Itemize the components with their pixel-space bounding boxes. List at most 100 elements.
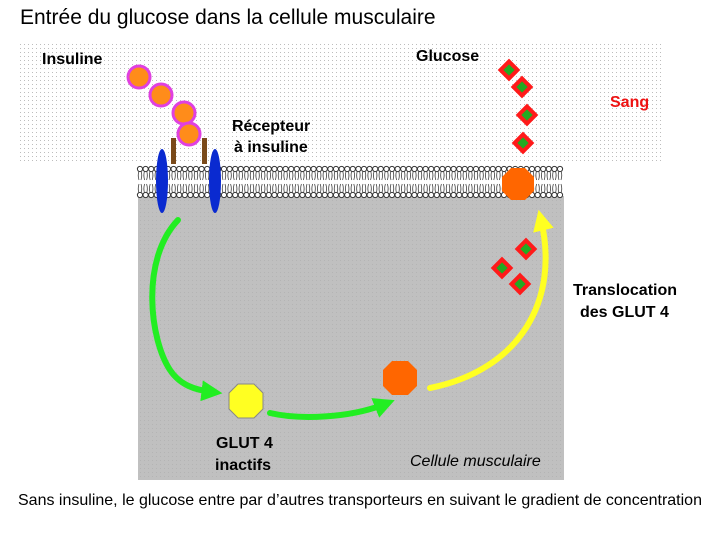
phospholipid-head [171, 166, 176, 171]
phospholipid-head [367, 192, 372, 197]
phospholipid-tail [435, 184, 439, 193]
label-insuline: Insuline [42, 51, 102, 69]
phospholipid-head [546, 192, 551, 197]
phospholipid-head [261, 166, 266, 171]
phospholipid-tail [469, 171, 473, 180]
phospholipid-head [233, 166, 238, 171]
phospholipid-tail [413, 184, 417, 193]
phospholipid-head [244, 192, 249, 197]
phospholipid-head [143, 166, 148, 171]
phospholipid-tail [351, 184, 355, 193]
phospholipid-head [434, 192, 439, 197]
phospholipid-tail [413, 171, 417, 180]
phospholipid-head [188, 192, 193, 197]
phospholipid-tail [457, 184, 461, 193]
phospholipid-head [283, 166, 288, 171]
phospholipid-tail [497, 171, 501, 180]
phospholipid-tail [379, 171, 383, 180]
phospholipid-head [406, 166, 411, 171]
phospholipid-head [294, 192, 299, 197]
phospholipid-tail [474, 171, 478, 180]
phospholipid-tail [491, 171, 495, 180]
phospholipid-tail [233, 184, 237, 193]
phospholipid-head [322, 192, 327, 197]
phospholipid-head [429, 192, 434, 197]
phospholipid-tail [256, 184, 260, 193]
phospholipid-head [205, 166, 210, 171]
phospholipid-tail [401, 171, 405, 180]
phospholipid-head [356, 166, 361, 171]
phospholipid-tail [172, 184, 176, 193]
phospholipid-tail [189, 184, 193, 193]
phospholipid-head [137, 166, 142, 171]
cell-membrane [137, 166, 562, 197]
phospholipid-head [311, 192, 316, 197]
phospholipid-head [417, 166, 422, 171]
phospholipid-head [317, 166, 322, 171]
phospholipid-head [238, 166, 243, 171]
phospholipid-tail [301, 171, 305, 180]
phospholipid-tail [284, 171, 288, 180]
phospholipid-tail [172, 171, 176, 180]
phospholipid-head [401, 166, 406, 171]
phospholipid-head [395, 166, 400, 171]
phospholipid-tail [177, 171, 181, 180]
phospholipid-head [289, 192, 294, 197]
phospholipid-tail [396, 184, 400, 193]
phospholipid-tail [323, 171, 327, 180]
phospholipid-tail [245, 184, 249, 193]
phospholipid-head [345, 166, 350, 171]
phospholipid-tail [312, 171, 316, 180]
phospholipid-tail [228, 184, 232, 193]
phospholipid-head [277, 192, 282, 197]
phospholipid-tail [452, 171, 456, 180]
phospholipid-head [468, 166, 473, 171]
label-glut4-1: GLUT 4 [216, 435, 273, 453]
phospholipid-tail [441, 171, 445, 180]
phospholipid-tail [418, 171, 422, 180]
phospholipid-tail [205, 171, 209, 180]
glut4-translocating [383, 361, 417, 395]
phospholipid-head [501, 166, 506, 171]
phospholipid-tail [536, 184, 540, 193]
phospholipid-tail [284, 184, 288, 193]
phospholipid-tail [194, 184, 198, 193]
phospholipid-tail [239, 184, 243, 193]
phospholipid-head [473, 166, 478, 171]
phospholipid-head [322, 166, 327, 171]
phospholipid-head [361, 192, 366, 197]
phospholipid-tail [357, 184, 361, 193]
phospholipid-head [384, 166, 389, 171]
phospholipid-tail [368, 184, 372, 193]
phospholipid-tail [485, 171, 489, 180]
phospholipid-tail [429, 184, 433, 193]
phospholipid-head [462, 192, 467, 197]
phospholipid-head [440, 192, 445, 197]
phospholipid-tail [558, 184, 562, 193]
phospholipid-tail [261, 171, 265, 180]
blood-zone [18, 42, 664, 164]
phospholipid-tail [183, 171, 187, 180]
label-glucose: Glucose [416, 48, 479, 66]
phospholipid-head [193, 166, 198, 171]
phospholipid-tail [144, 184, 148, 193]
phospholipid-head [266, 192, 271, 197]
phospholipid-tail [144, 171, 148, 180]
phospholipid-tail [497, 184, 501, 193]
phospholipid-tail [340, 171, 344, 180]
phospholipid-head [317, 192, 322, 197]
phospholipid-head [462, 166, 467, 171]
phospholipid-head [378, 166, 383, 171]
phospholipid-tail [541, 184, 545, 193]
phospholipid-head [199, 192, 204, 197]
phospholipid-tail [317, 171, 321, 180]
muscle-cell [138, 196, 564, 480]
phospholipid-tail [441, 184, 445, 193]
phospholipid-head [356, 192, 361, 197]
phospholipid-head [373, 192, 378, 197]
label-glut4-2: inactifs [215, 457, 271, 475]
phospholipid-head [496, 166, 501, 171]
phospholipid-tail [289, 171, 293, 180]
phospholipid-tail [267, 171, 271, 180]
phospholipid-head [339, 166, 344, 171]
